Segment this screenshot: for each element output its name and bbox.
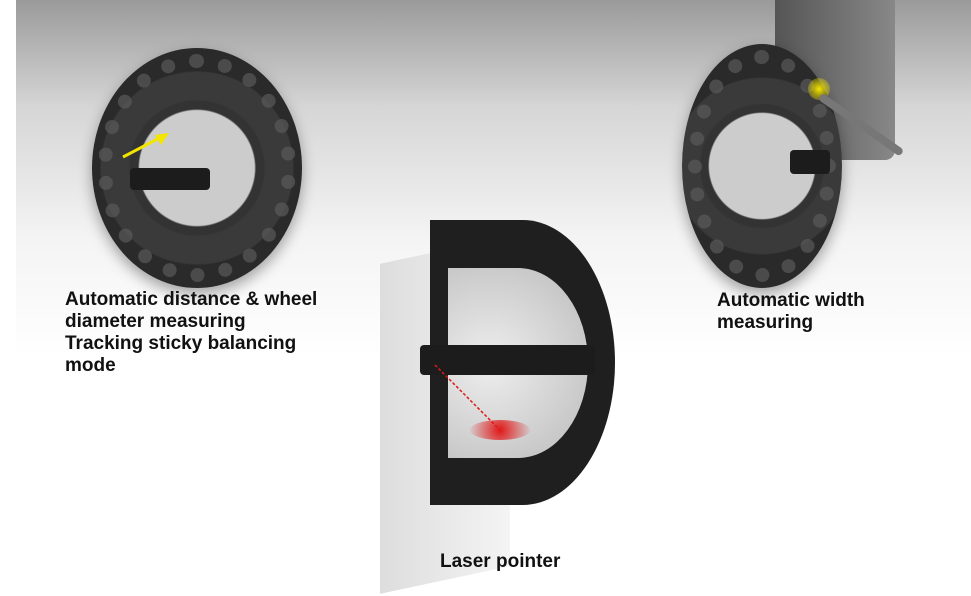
label-line: mode (65, 355, 116, 376)
arrow-icon (122, 133, 169, 159)
left-border (0, 0, 16, 596)
feature-label-distance-diameter: Automatic distance & wheel diameter meas… (65, 289, 317, 377)
feature-label-width: Automatic width measuring (717, 290, 865, 334)
label-line: Automatic distance & wheel (65, 289, 318, 310)
feature-label-laser: Laser pointer (440, 551, 560, 573)
label-line: Automatic width (717, 290, 865, 311)
label-line: measuring (717, 312, 814, 333)
label-line: Tracking sticky balancing (65, 333, 297, 354)
laser-beam (434, 364, 501, 431)
label-line: diameter measuring (65, 311, 246, 332)
label-line: Laser pointer (440, 551, 561, 572)
